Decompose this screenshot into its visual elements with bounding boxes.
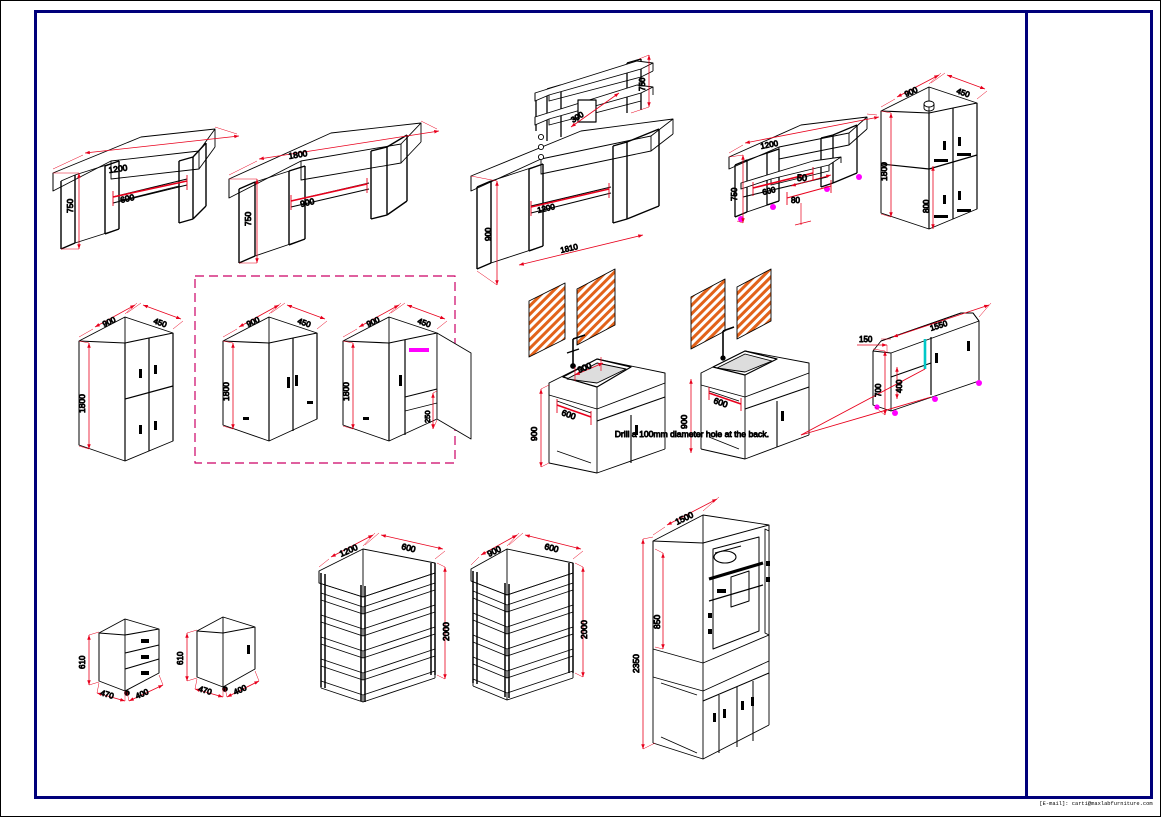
item-shelving-900 [470, 548, 574, 701]
dim-text: 2350 [631, 654, 641, 673]
dims-island-bench [470, 54, 651, 286]
dims-cabinet-4door [78, 302, 184, 450]
dims-shelving-900 [470, 532, 585, 678]
item-cabinet-4door [78, 316, 174, 462]
dim-text: 750 [243, 212, 253, 226]
dim-text: 610 [78, 655, 87, 669]
item-fume-hood [652, 514, 770, 760]
dim-text: 1800 [288, 148, 309, 161]
dims-bench-1200-shelf [728, 113, 880, 226]
item-sink-bench-left [528, 268, 666, 474]
dims-desk-1200 [52, 126, 240, 250]
dims-pedestal-drawers [87, 631, 164, 702]
dims-pedestal-door [185, 629, 260, 698]
dim-text: 600 [544, 541, 560, 554]
dim-text: 750 [65, 199, 75, 213]
dims-shelving-1200 [318, 532, 447, 680]
dim-text: 150 [859, 335, 873, 344]
dim-text: 1800 [221, 382, 231, 401]
item-shelving-1200 [318, 548, 436, 703]
dim-text: 250 [423, 410, 432, 423]
dim-text: 1800 [341, 382, 351, 401]
dim-text: 800 [922, 199, 931, 213]
dim-text: 900 [679, 415, 689, 429]
dim-text: 400 [232, 683, 248, 697]
dim-text: 80 [791, 196, 800, 205]
item-tall-cabinet-900 [880, 86, 978, 230]
dims-sink-bench-right [689, 379, 742, 453]
item-cabinet-open [342, 316, 472, 442]
titleblock-divider [1025, 10, 1028, 799]
dims-sink-bench-left [539, 357, 604, 468]
contact-email: [E-mail]: carti@maxlabfurniture.com [1039, 801, 1153, 807]
dim-text: 900 [529, 427, 539, 441]
dim-text: 2000 [441, 622, 451, 641]
dim-text: 600 [560, 407, 577, 421]
dim-text: 600 [712, 395, 729, 409]
dim-text: 610 [176, 651, 185, 665]
dim-text: 2000 [579, 620, 589, 639]
cad-drawing-area: 1200 750 600 1800 750 900 [52, 54, 992, 760]
dim-text: 50 [797, 173, 807, 183]
dims-cabinet-open [342, 302, 448, 430]
dim-text: 1200 [108, 162, 128, 175]
dims-fume-hood [641, 496, 720, 750]
dim-text: 1800 [77, 394, 87, 413]
dim-text: 750 [638, 77, 647, 91]
item-desk-1200 [52, 128, 216, 250]
item-pedestal-door [196, 616, 256, 692]
dim-text: 700 [874, 383, 883, 397]
sheet-border [34, 10, 1153, 799]
dim-text: 400 [134, 687, 150, 701]
dim-text: 850 [652, 615, 662, 629]
dim-text: 1200 [760, 139, 780, 151]
dim-text: 750 [730, 187, 739, 201]
dims-tall-cabinet-900 [880, 72, 988, 229]
title-block: ALL DESIGN ARE PROPERTY OF ORIGIN CONSTR… [1031, 13, 1159, 796]
dim-text: 400 [895, 379, 904, 393]
dim-text: 900 [299, 196, 315, 209]
dims-credenza-1550 [800, 302, 992, 436]
dim-text: 600 [401, 541, 417, 554]
item-credenza-1550 [872, 312, 982, 416]
dim-text: 1810 [559, 242, 579, 255]
dim-text: 1800 [879, 162, 889, 181]
drill-note-text: Drill a 100mm diameter hole at the back. [615, 429, 769, 439]
item-cabinet-closed [222, 316, 318, 442]
dims-cabinet-closed [222, 302, 328, 430]
item-sink-bench-right [690, 268, 810, 460]
dim-text: 470 [197, 684, 213, 697]
dim-text: 470 [99, 688, 115, 701]
dim-text: 600 [761, 185, 777, 197]
dim-text: 600 [119, 192, 135, 205]
dim-text: 900 [484, 227, 493, 241]
item-pedestal-drawers [98, 618, 160, 696]
dims-desk-1800 [228, 120, 440, 264]
